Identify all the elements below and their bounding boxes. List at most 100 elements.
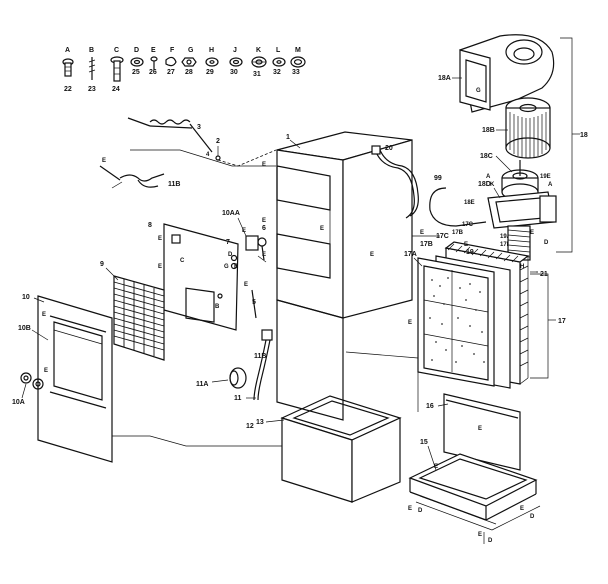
hw-part-d-washer [130,57,144,67]
hw-letter-h: H [209,47,214,54]
hw-letter-m: M [295,47,301,54]
hw-number-25: 25 [132,69,140,76]
mark-e-5: E [320,226,324,232]
hw-part-h-lockwasher [205,57,219,67]
hw-number-28: 28 [185,69,193,76]
hw-number-24: 24 [112,86,120,93]
motor-part-11a: 11A [196,367,247,389]
mark-d-4: D [418,508,423,514]
mark-e-21: E [520,506,524,512]
mark-d-2: D [544,240,549,246]
label-6: 6 [262,225,266,232]
label-13: 13 [256,419,264,426]
hw-letter-f: F [170,47,175,54]
support-part-5: 5 [251,289,257,319]
label-2: 2 [216,138,220,145]
hw-part-j-washer [229,57,243,67]
label-3: 3 [197,124,201,131]
label-17d: 17D [500,242,512,248]
mark-e-22: E [478,532,482,538]
hw-letter-l: L [276,47,281,54]
ribbed-top-lines [447,243,519,263]
mark-d-5: D [530,514,535,520]
mark-c-1: C [180,258,185,264]
tube-part-11: 11B 11 [234,329,273,402]
mark-e-20: E [408,506,412,512]
leader-lines [112,149,440,447]
label-8: 8 [148,222,152,229]
media-assembly-part-17a: 17A 17B 17C E E 21 17 [404,233,566,389]
label-11b-second: 11B [254,353,266,360]
mark-e-2: E [262,218,266,224]
hw-number-26: 26 [149,69,157,76]
mark-g-2: G [476,88,481,94]
label-18a: 18A [438,75,451,82]
tray-part-16: 16 E [426,393,521,471]
cabinet-leg [276,299,344,421]
mark-h-1: H [520,264,524,270]
hw-part-l-springwasher [272,57,286,67]
hw-letter-c: C [114,47,119,54]
front-panel-part-10: 10 10B E E [18,294,113,463]
hw-letter-j: J [233,47,237,54]
mark-e-11: E [244,282,248,288]
label-17: 17 [558,318,566,325]
hw-number-32: 32 [273,69,281,76]
mark-e-4: E [370,252,374,258]
frame-cross-rails [415,495,541,531]
blower-wheel-part-18b: 18B [482,97,551,159]
switch-assembly-10aa: 10AA 6 7 D G E [222,210,267,270]
mark-b-1: B [215,304,220,310]
mark-g-1: G [224,264,229,270]
heater-element-part-3: 3 2 [127,117,277,167]
hw-part-a-bolt [62,58,74,77]
misc-labels: 4 19 18E 12 [206,152,475,430]
mark-e-3: E [262,252,266,258]
mark-e-15: E [530,230,534,236]
mark-a-2: A [548,182,553,188]
mark-e-1: E [262,162,266,168]
hw-number-30: 30 [230,69,238,76]
label-21: 21 [540,271,548,278]
knobs-part-10a: 10A [12,372,44,406]
ribbed-side-lines [519,256,529,385]
label-11b: 11B [168,181,180,188]
mark-e-7: E [158,236,162,242]
label-9: 9 [100,261,104,268]
motor-mount-part-18d: 18D 19A 17D E D [478,181,557,248]
hw-letter-b: B [89,47,94,54]
wire-part-99: 99 17B 17C [429,175,487,236]
hw-number-22: 22 [64,86,72,93]
label-11: 11 [234,395,242,402]
media-texture [423,270,489,372]
label-17b: 17B [420,241,433,248]
bracket-18: 18 19E [540,37,588,253]
label-10: 10 [22,294,30,301]
label-11a: 11A [196,381,208,388]
mark-e-6: E [420,230,424,236]
label-19: 19 [466,249,474,256]
mark-k-1: K [490,182,495,188]
label-17a: 17A [404,251,417,258]
label-part-small-a: E [102,158,106,164]
label-17b-tag: 17B [452,230,464,236]
hw-part-e-screw [150,56,158,70]
label-1: 1 [286,134,290,141]
label-18d: 18D [478,181,491,188]
hardware-row: A B C D E F G H J K L M [62,47,306,93]
hw-letter-k: K [256,47,261,54]
mark-e-14: E [44,368,48,374]
hw-letter-a: A [65,47,70,54]
hw-number-27: 27 [167,69,175,76]
label-4: 4 [206,152,210,158]
hw-part-m-flangenut [290,56,306,68]
mark-a-1: A [486,174,491,180]
mark-e-13: E [42,312,46,318]
grille-part-9: 9 [100,261,165,361]
label-18: 18 [580,132,588,139]
grille-slats [113,279,165,356]
hw-number-33: 33 [292,69,300,76]
hw-letter-e: E [151,47,156,54]
